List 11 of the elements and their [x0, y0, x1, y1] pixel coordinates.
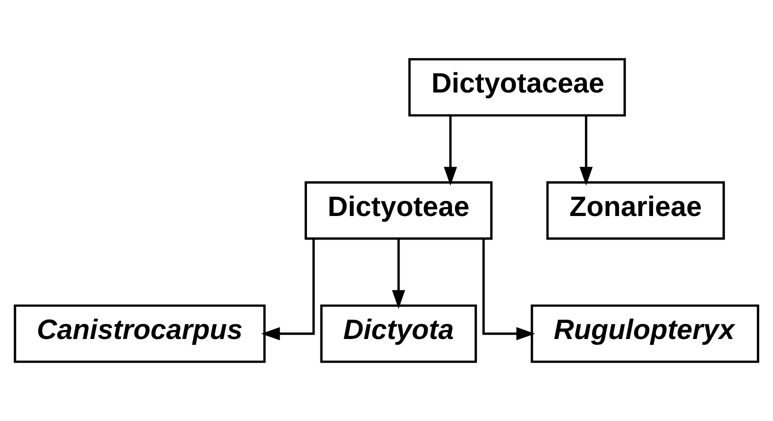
arrow [580, 116, 593, 186]
node-box: Dictyotaceae [408, 58, 626, 117]
arrow [261, 239, 315, 340]
arrow [392, 239, 406, 309]
node-box: Zonarieae [546, 181, 725, 240]
arrow [444, 116, 457, 186]
node-box: Dictyoteae [304, 181, 493, 240]
arrow [482, 239, 536, 340]
node-box: Canistrocarpus [14, 304, 266, 363]
node-box: Rugulopteryx [530, 304, 760, 363]
node-box: Dictyota [320, 304, 477, 363]
